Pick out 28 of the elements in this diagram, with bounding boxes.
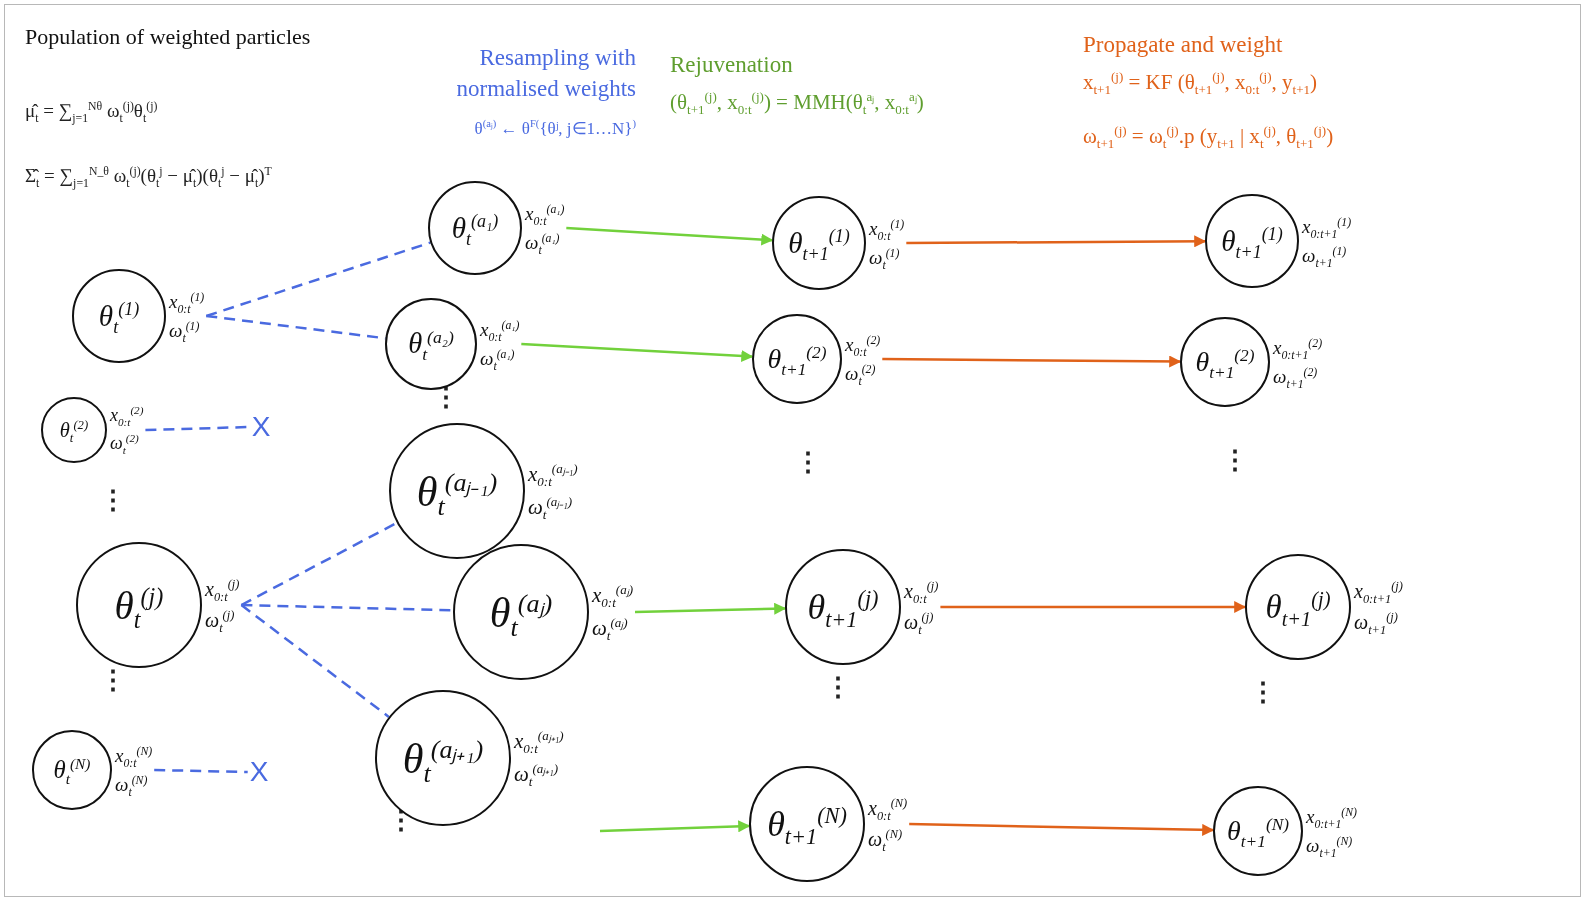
dashed-line	[205, 241, 431, 318]
ellipsis-dots: ⋮	[100, 668, 126, 694]
step-heading: Resampling with normalised weights	[455, 44, 636, 104]
step-heading: Rejuvenation	[670, 52, 793, 78]
step-heading: Propagate and weight	[1083, 32, 1283, 58]
formula: x$_{t+1}$$^{(j)}$ = KF (θ$_{t+1}$$^{(j)}$, x$_{0:t}$$^{(j)}$, y$_{t+1}$)	[1083, 70, 1318, 95]
arrow	[909, 822, 1215, 836]
arrow	[521, 342, 754, 362]
ellipsis-dots: ⋮	[1250, 680, 1276, 706]
arrow	[599, 820, 751, 833]
formula: ω$_{t+1}$$^{(j)}$ = ω$_{t}$$^{(j)}$.p (y$_{t+1}$ | x$_{t}$$^{(j)}$, θ$_{t+1}$$^{(j)}$)	[1083, 124, 1334, 149]
dashed-line	[240, 521, 398, 607]
dashed-line	[240, 604, 390, 718]
dashed-line	[154, 768, 248, 774]
formula: (θ$_{t+1}$$^{(j)}$, x$_{0:t}$$^{(j)}$) = MMH(θ$_{t}$$^{aⱼ}$, x$_{0:t}$$^{aⱼ}$)	[670, 90, 924, 115]
cross-mark: X	[249, 758, 269, 786]
ellipsis-dots: ⋮	[825, 675, 851, 701]
cross-mark: X	[251, 413, 271, 441]
ellipsis-dots: ⋮	[795, 450, 821, 476]
formula: θ$^{(aⱼ)}$ ← θ$^{F(}${θʲ, j∈1…N}$^{)}$	[474, 118, 636, 139]
ellipsis-dots: ⋮	[100, 488, 126, 514]
arrow	[634, 602, 787, 615]
arrow	[566, 226, 774, 246]
ellipsis-dots: ⋮	[1222, 448, 1248, 474]
heading: Population of weighted particles	[25, 24, 311, 50]
arrow	[882, 355, 1182, 368]
arrow	[906, 235, 1207, 248]
arrow	[940, 601, 1247, 613]
